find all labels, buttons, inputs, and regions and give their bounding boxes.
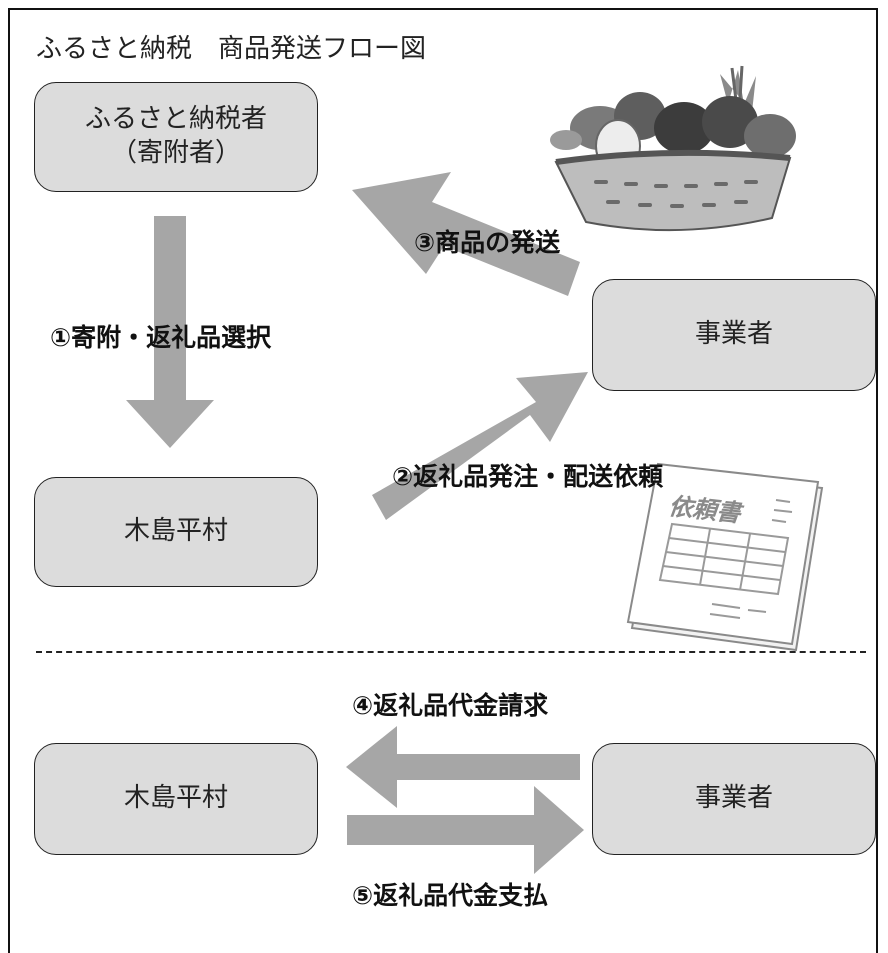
diagram-frame [8,8,878,953]
step1-label: ①寄附・返礼品選択 [50,323,272,352]
donor-label-line2: （寄附者） [110,138,241,168]
section-divider [36,651,866,653]
business-top-label: 事業者 [694,319,773,350]
step2-label: ②返礼品発注・配送依頼 [392,462,664,491]
business-bottom-label: 事業者 [694,783,773,814]
diagram-title: ふるさと納税 商品発送フロー図 [36,34,427,64]
donor-label-line1: ふるさと納税者 [84,104,267,135]
donor-box: ふるさと納税者 （寄附者） [34,82,318,192]
village-top-label: 木島平村 [123,516,228,547]
business-box-bottom: 事業者 [592,743,876,855]
business-box-top: 事業者 [592,279,876,391]
step4-label: ④返礼品代金請求 [352,691,549,720]
village-box-bottom: 木島平村 [34,743,318,855]
village-bottom-label: 木島平村 [123,783,228,814]
village-box-top: 木島平村 [34,477,318,587]
step3-label: ③商品の発送 [414,228,561,257]
step5-label: ⑤返礼品代金支払 [352,881,549,910]
